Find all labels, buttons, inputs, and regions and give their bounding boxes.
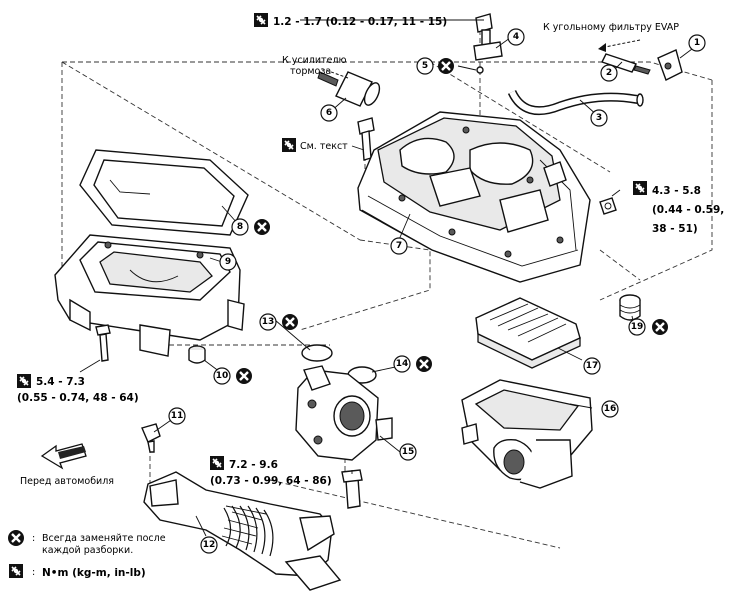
torque-spec-right-3: 38 - 51) [652, 223, 698, 235]
torque-wrench-icon [8, 563, 24, 579]
legend-colon-1: : [32, 533, 35, 544]
svg-text:13: 13 [262, 317, 275, 327]
evap-filter-label: К угольному фильтру EVAP [543, 22, 679, 33]
svg-text:10: 10 [216, 371, 229, 381]
torque-spec-left-2: (0.55 - 0.74, 48 - 64) [17, 392, 139, 404]
svg-text:7: 7 [396, 241, 402, 251]
front-of-vehicle-label: Перед автомобиля [20, 476, 114, 487]
torque-spec-top: 1.2 - 1.7 (0.12 - 0.17, 11 - 15) [273, 16, 447, 28]
air-filter-17 [475, 297, 581, 369]
legend-colon-2: : [32, 567, 35, 578]
torque-wrench-icon [632, 180, 648, 196]
torque-spec-right-1: 4.3 - 5.8 [652, 185, 701, 197]
callout-5: 5 [416, 57, 434, 75]
svg-text:16: 16 [604, 404, 617, 414]
svg-text:11: 11 [171, 411, 184, 421]
torque-wrench-icon [281, 137, 297, 153]
legend-replace-line-1: Всегда заменяйте после [42, 533, 166, 544]
air-duct-12 [143, 471, 342, 591]
callout-7: 7 [390, 237, 408, 255]
replace-part-icon [234, 366, 254, 386]
replace-part-icon [650, 317, 670, 337]
callout-16: 16 [601, 400, 619, 418]
callout-14: 14 [393, 355, 411, 373]
svg-text:17: 17 [586, 361, 599, 371]
brake-booster-hose-6 [317, 71, 381, 107]
callout-13: 13 [259, 313, 277, 331]
callout-3: 3 [590, 109, 608, 127]
torque-spec-throttle-2: (0.73 - 0.99, 64 - 86) [210, 475, 332, 487]
clip-11 [141, 423, 161, 453]
vacuum-hose-3 [507, 89, 644, 116]
intake-plenum-7 [357, 111, 591, 283]
evap-tube-2 [601, 53, 651, 75]
torque-spec-right-2: (0.44 - 0.59, [652, 204, 724, 216]
replace-part-icon [414, 354, 434, 374]
torque-wrench-icon [16, 373, 32, 389]
replace-part-icon [280, 312, 300, 332]
callout-15: 15 [399, 443, 417, 461]
callout-4: 4 [507, 28, 525, 46]
callout-19: 19 [628, 318, 646, 336]
callout-2: 2 [600, 64, 618, 82]
air-cleaner-case-18 [461, 379, 593, 489]
callout-12: 12 [200, 536, 218, 554]
front-arrow-icon [40, 443, 87, 470]
grommet-10 [188, 345, 206, 364]
callout-11: 11 [168, 407, 186, 425]
torque-wrench-icon [253, 12, 269, 28]
cover-nut [599, 197, 617, 215]
torque-wrench-icon [209, 455, 225, 471]
callout-17: 17 [583, 357, 601, 375]
evap-direction-arrow [598, 39, 641, 52]
grommet-19 [619, 294, 641, 321]
replace-part-icon [436, 56, 456, 76]
svg-text:9: 9 [225, 257, 231, 267]
sensor-bracket-4 [473, 13, 503, 74]
throttle-body-15 [295, 365, 393, 461]
housing-bolt [95, 324, 111, 362]
svg-text:5: 5 [422, 61, 428, 71]
svg-text:2: 2 [606, 68, 612, 78]
brake-booster-label-1: К усилителю [282, 55, 346, 66]
svg-text:14: 14 [396, 359, 409, 369]
replace-part-icon [252, 217, 272, 237]
callout-9: 9 [219, 253, 237, 271]
svg-text:15: 15 [402, 447, 415, 457]
callout-8: 8 [231, 218, 249, 236]
callout-1: 1 [688, 34, 706, 52]
replace-part-icon [6, 528, 26, 548]
legend-torque-units: N•m (kg-m, in-lb) [42, 567, 146, 579]
brake-booster-label-2: тормоза [290, 66, 331, 77]
svg-text:1: 1 [694, 38, 700, 48]
legend-replace-line-2: каждой разборки. [42, 545, 133, 556]
svg-text:8: 8 [237, 222, 243, 232]
resonator-housing-9 [54, 234, 245, 357]
torque-spec-throttle-1: 7.2 - 9.6 [229, 459, 278, 471]
svg-text:6: 6 [326, 108, 332, 118]
callout-6: 6 [320, 104, 338, 122]
cover-bolt [357, 117, 375, 161]
throttle-bolt [341, 469, 363, 509]
svg-text:12: 12 [203, 540, 216, 550]
gasket-8 [79, 149, 249, 236]
torque-spec-left-1: 5.4 - 7.3 [36, 376, 85, 388]
svg-text:3: 3 [596, 113, 602, 123]
callout-10: 10 [213, 367, 231, 385]
svg-text:19: 19 [631, 322, 644, 332]
see-text-label: См. текст [300, 141, 348, 152]
evap-clip-1 [657, 49, 683, 81]
svg-text:4: 4 [513, 32, 519, 42]
